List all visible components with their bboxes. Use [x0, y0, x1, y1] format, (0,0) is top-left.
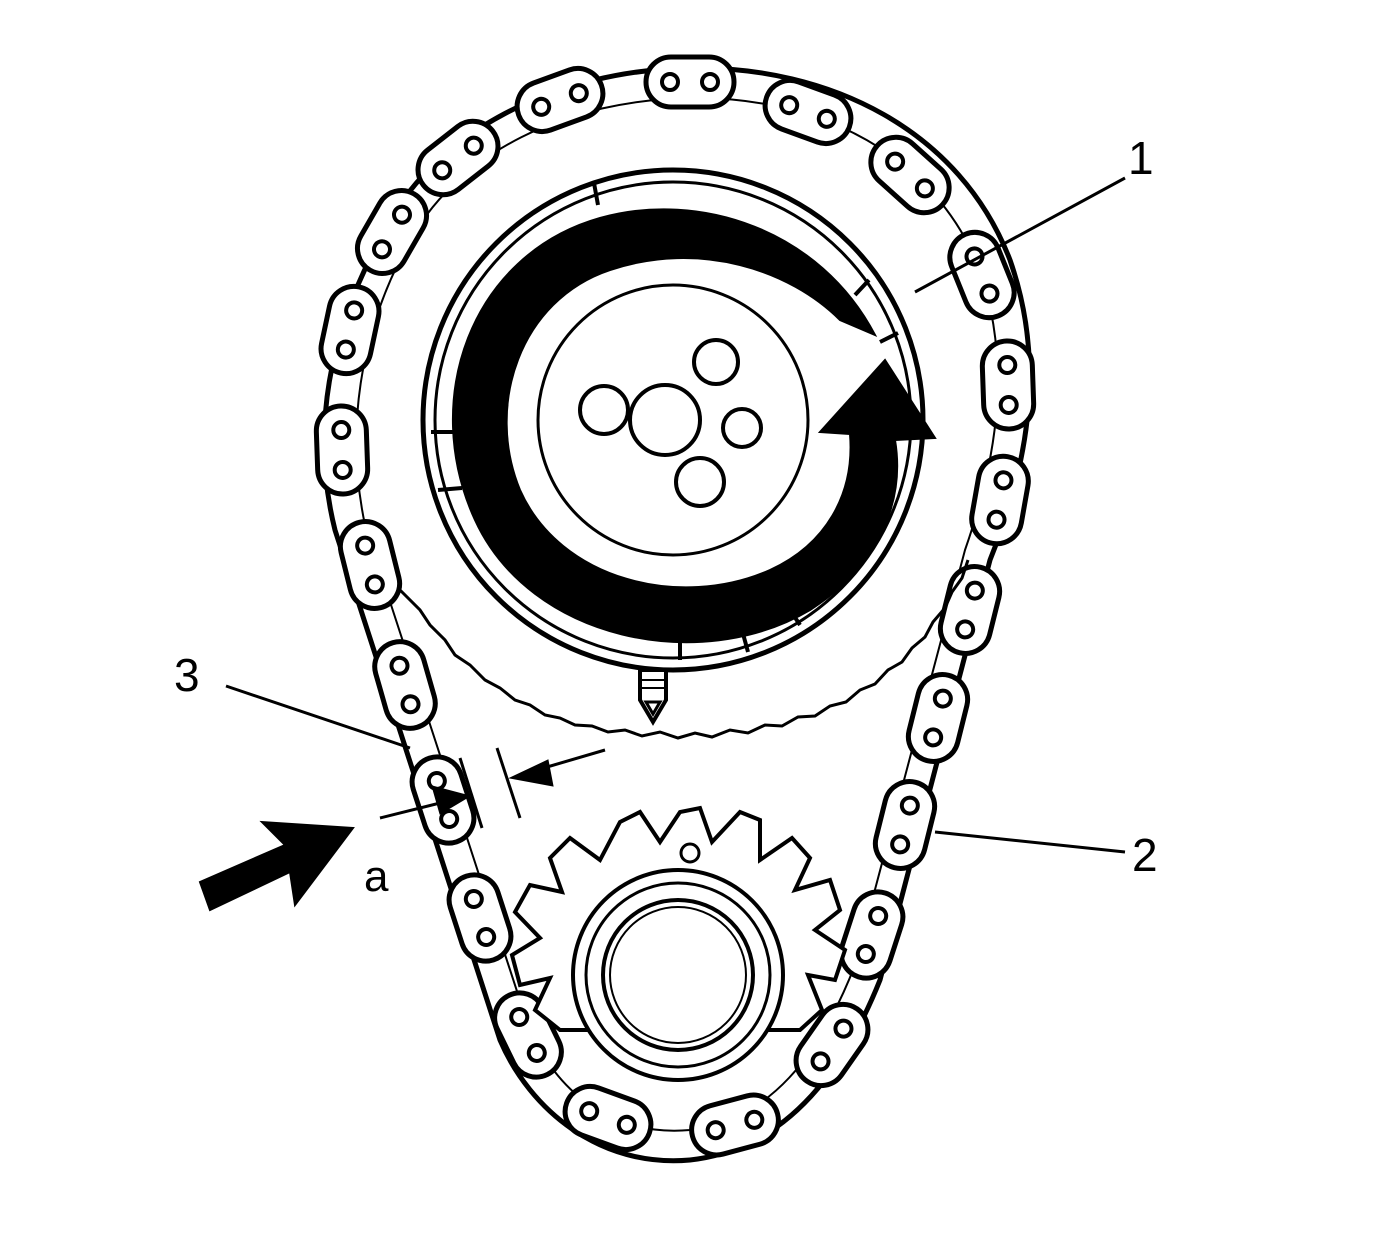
callout-1: 1 [1128, 132, 1154, 184]
view-arrow-a [198, 820, 355, 912]
bolt-hole-right [721, 407, 763, 449]
crankshaft-bore [601, 898, 755, 1052]
camshaft-sprocket-teeth [398, 559, 970, 740]
bolt-hole-top [692, 338, 740, 386]
camshaft-center-bore [628, 383, 702, 457]
crankshaft-bore-inner [609, 906, 747, 1044]
leader-line-3 [225, 684, 411, 750]
camshaft-timing-mark [638, 668, 668, 726]
crankshaft-timing-dot [679, 842, 701, 864]
deflection-measurement [379, 747, 606, 829]
crankshaft-hub-ring [584, 881, 772, 1069]
callout-2: 2 [1132, 829, 1158, 881]
leader-line-1 [914, 176, 1126, 294]
bolt-hole-bottom [674, 456, 726, 508]
leader-line-2 [934, 830, 1126, 854]
bolt-hole-left [578, 384, 630, 436]
rotation-band [451, 208, 937, 644]
callout-a: a [364, 852, 389, 901]
callout-3: 3 [174, 649, 200, 701]
